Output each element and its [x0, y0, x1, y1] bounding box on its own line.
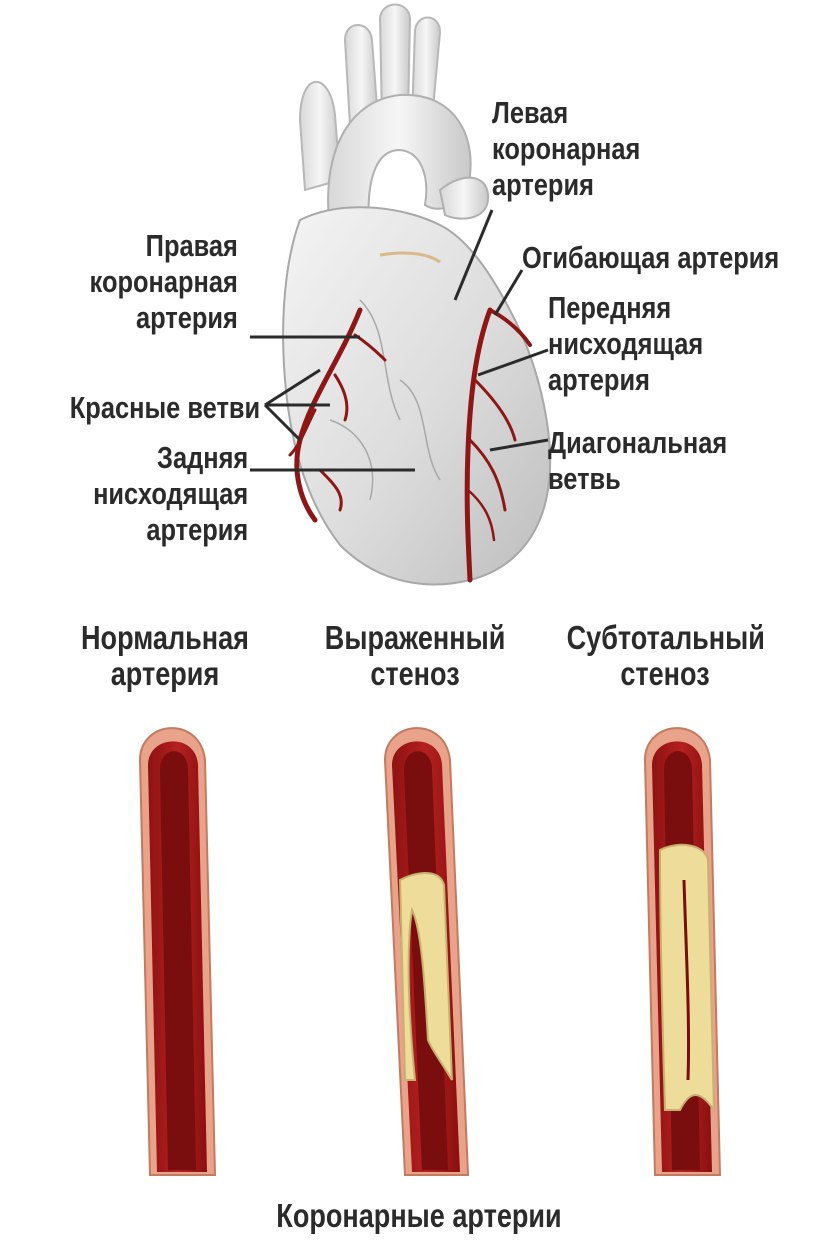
label-normal-artery: Нормальная артерия — [75, 620, 255, 692]
heart-illustration — [283, 5, 550, 585]
label-right-coronary-artery: Правая коронарная артерия — [90, 228, 238, 336]
label-red-branches: Красные ветви — [70, 390, 260, 426]
artery-subtotal-stenosis — [645, 728, 720, 1175]
label-subtotal-stenosis: Субтотальный стеноз — [567, 620, 764, 692]
heart-body — [283, 207, 550, 584]
label-posterior-descending-artery: Задняя нисходящая артерия — [93, 440, 248, 548]
pulmonary-right — [440, 178, 488, 219]
label-circumflex-artery: Огибающая артерия — [522, 240, 779, 276]
label-diagonal-branch: Диагональная ветвь — [548, 425, 727, 497]
caption-coronary-arteries: Коронарные артерии — [255, 1198, 583, 1234]
label-left-coronary-artery: Левая коронарная артерия — [492, 95, 640, 203]
artery-normal — [140, 728, 215, 1175]
label-severe-stenosis: Выраженный стеноз — [325, 620, 505, 692]
label-anterior-descending-artery: Передняя нисходящая артерия — [548, 290, 703, 398]
artery-severe-stenosis — [385, 728, 468, 1175]
